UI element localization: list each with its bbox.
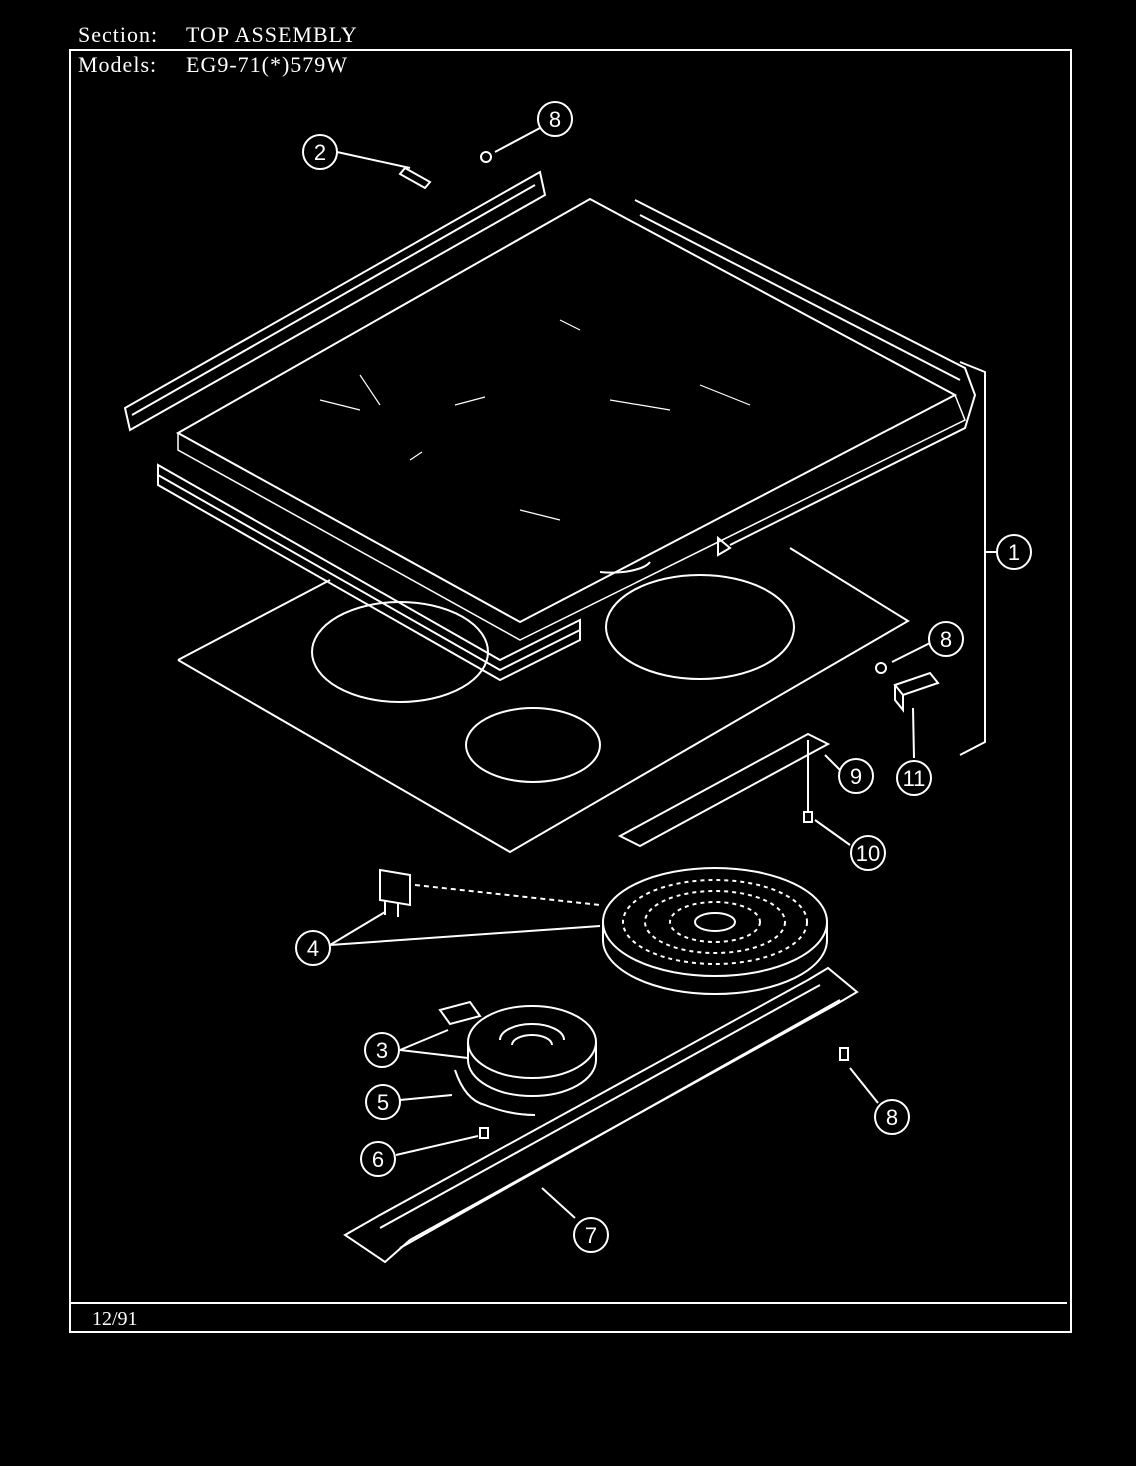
glass-cooktop-assembly <box>123 170 977 682</box>
section-label: Section: <box>78 22 159 47</box>
svg-text:2: 2 <box>314 140 326 165</box>
callout-8-right: 8 <box>928 621 964 657</box>
callout-3: 3 <box>364 1032 400 1068</box>
callout-circles: 1 2 3 4 5 6 7 8 8 8 9 10 11 <box>295 101 1032 1253</box>
svg-text:10: 10 <box>856 841 880 866</box>
screw-part-8-bottom <box>839 1047 879 1104</box>
callout-7: 7 <box>573 1217 609 1253</box>
svg-text:7: 7 <box>585 1223 597 1248</box>
screw-part-2 <box>336 151 432 190</box>
strip-part-9 <box>617 732 851 848</box>
callout-11: 11 <box>896 760 932 796</box>
callout-1: 1 <box>996 534 1032 570</box>
callout-6: 6 <box>360 1141 396 1177</box>
svg-text:6: 6 <box>372 1147 384 1172</box>
svg-text:8: 8 <box>886 1105 898 1130</box>
callout-8-bottom: 8 <box>874 1099 910 1135</box>
support-channel-part-7 <box>343 966 859 1264</box>
revision-date: 12/91 <box>92 1308 138 1330</box>
callout-8-top: 8 <box>537 101 573 137</box>
large-element-part-4 <box>329 867 828 995</box>
callout-10: 10 <box>850 835 886 871</box>
svg-text:9: 9 <box>850 764 862 789</box>
diagram-frame <box>69 49 1072 1333</box>
cooktop-base-sheet <box>177 547 910 854</box>
clip-part-11 <box>875 642 940 759</box>
svg-text:8: 8 <box>940 627 952 652</box>
svg-text:4: 4 <box>307 936 319 961</box>
small-element-part-3 <box>399 1000 597 1097</box>
svg-text:3: 3 <box>376 1038 388 1063</box>
svg-text:1: 1 <box>1008 540 1020 565</box>
wire-part-5 <box>399 1069 536 1116</box>
models-value: EG9-71(*)579W <box>186 52 349 77</box>
svg-text:5: 5 <box>377 1090 389 1115</box>
footer-divider <box>69 1302 1067 1304</box>
section-title: TOP ASSEMBLY <box>186 22 358 47</box>
callout-4: 4 <box>295 930 331 966</box>
callout-2: 2 <box>302 134 338 170</box>
callout-9: 9 <box>838 758 874 794</box>
callout-5: 5 <box>365 1084 401 1120</box>
svg-text:8: 8 <box>549 107 561 132</box>
assembly-bracket-line <box>959 361 986 756</box>
svg-text:11: 11 <box>903 766 926 791</box>
screw-part-6 <box>395 1127 489 1156</box>
screw-part-8-top <box>480 127 541 163</box>
models-label: Models: <box>78 52 158 77</box>
